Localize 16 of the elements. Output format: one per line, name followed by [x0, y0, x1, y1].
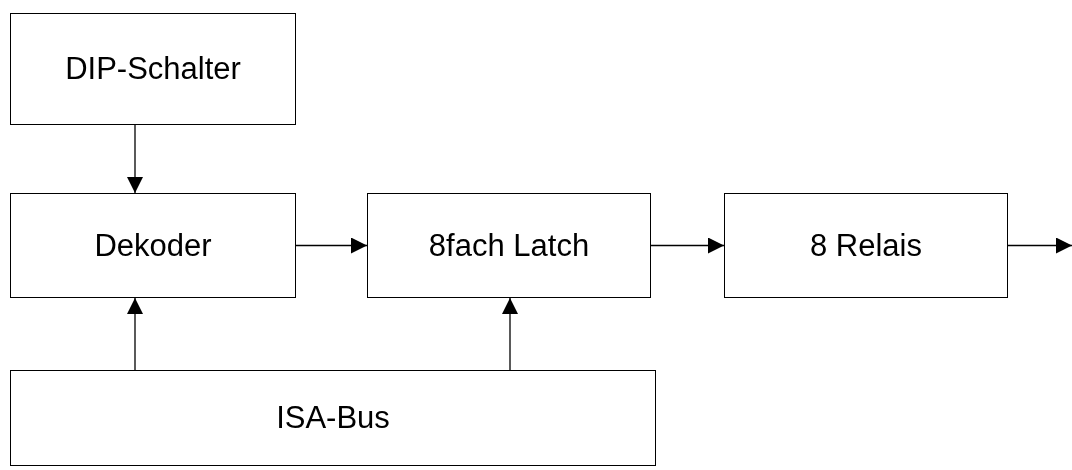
arrow [127, 297, 143, 371]
arrow [1007, 237, 1072, 254]
process-box [10, 13, 296, 125]
box-label: DIP-Schalter [65, 51, 241, 87]
process-box [724, 193, 1008, 298]
arrow [295, 237, 368, 254]
box-label: Dekoder [94, 227, 212, 264]
arrow [127, 124, 143, 194]
arrow [650, 237, 725, 254]
box-label: 8 Relais [810, 227, 922, 264]
process-box [10, 193, 296, 298]
process-box [367, 193, 651, 298]
box-label: ISA-Bus [276, 400, 390, 436]
box-label: 8fach Latch [428, 227, 590, 264]
arrow [502, 297, 518, 371]
process-box [10, 370, 656, 466]
